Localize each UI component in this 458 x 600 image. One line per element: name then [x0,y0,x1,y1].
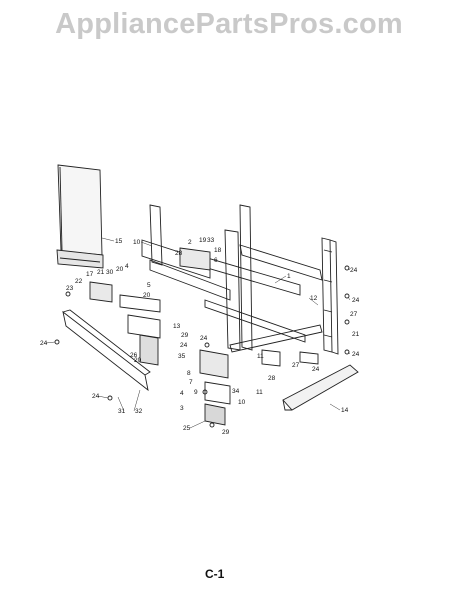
callout: 12 [310,295,318,302]
callout: 15 [115,238,123,245]
hinge-parts [89,247,319,426]
callout: 1 [287,273,291,280]
callout: 20 [116,266,124,273]
watermark: AppliancePartsPros.com [55,8,403,40]
callout: 11 [257,353,264,360]
callout: 24 [40,340,48,347]
callout: 28 [268,375,276,382]
callout: 26 [130,352,138,359]
callout: 4 [125,263,129,270]
callout: 28 [175,250,183,257]
callout: 11 [256,389,263,396]
callout: 21 [97,269,105,276]
door-panel [56,164,104,269]
callout: 20 [134,357,142,364]
callout: 30 [106,269,114,276]
callout: 10 [238,399,246,406]
callout: 10 [133,239,141,246]
callout: 19 [199,237,207,244]
callout: 29 [181,332,189,339]
callout: 3 [180,405,184,412]
callout: 24 [200,335,208,342]
right-frame [179,204,323,353]
callout: 23 [66,285,74,292]
callout: 35 [178,353,186,360]
callout: 14 [341,407,349,414]
callout-labels: 15 10 2 19 33 18 28 6 1 4 22 17 21 30 20… [40,237,360,436]
callout: 13 [173,323,181,330]
callout: 7 [189,379,193,386]
callout: 20 [143,292,151,299]
callout: 17 [86,271,94,278]
callout: 2 [188,239,192,246]
callout: 27 [350,311,358,318]
callout: 24 [350,267,358,274]
callout: 24 [92,393,100,400]
callout: 29 [222,429,230,436]
callout: 24 [180,342,188,349]
callout: 8 [187,370,191,377]
callout: 24 [352,351,360,358]
callout: 33 [207,237,215,244]
callout: 24 [312,366,320,373]
callout: 31 [118,408,126,415]
callout: 27 [292,362,300,369]
callout: 9 [194,389,198,396]
callout: 6 [214,257,218,264]
callout: 34 [232,388,240,395]
callout: 24 [352,297,360,304]
callout: 32 [135,408,143,415]
callout: 21 [352,331,360,338]
side-panel [282,364,359,411]
callout: 25 [183,425,191,432]
callout: 4 [180,390,184,397]
callout: 18 [214,247,222,254]
page-number: C-1 [205,567,225,581]
leader-lines [45,237,351,429]
kick-plate [62,309,151,392]
callout: 5 [147,282,151,289]
callout: 22 [75,278,83,285]
right-rail [321,237,339,355]
